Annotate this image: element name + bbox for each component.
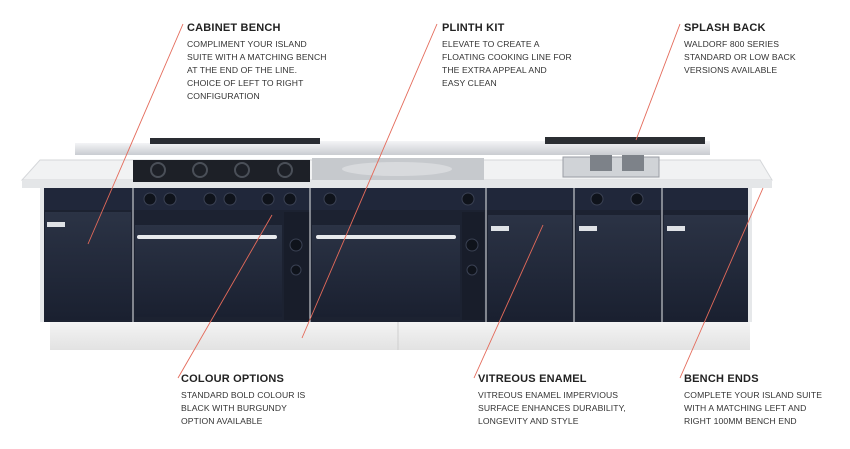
callout-text: VITREOUS ENAMEL IMPERVIOUS SURFACE ENHAN…: [478, 390, 626, 426]
bench-end-left: [40, 188, 44, 322]
chargrill-grates: [545, 137, 705, 144]
burner-top: [133, 160, 310, 182]
cabinet-door-1: [488, 215, 572, 320]
control-panel: [42, 188, 750, 210]
leader-cabinet-bench: [87, 23, 184, 245]
plinth-base: [50, 322, 750, 350]
callout-colour-options: COLOUR OPTIONS STANDARD BOLD COLOUR IS B…: [181, 373, 321, 428]
cabinet-door-2: [576, 215, 660, 320]
leader-colour-options: [177, 214, 273, 379]
callout-vitreous-enamel: VITREOUS ENAMEL VITREOUS ENAMEL IMPERVIO…: [478, 373, 653, 428]
callout-cabinet-bench: CABINET BENCH COMPLIMENT YOUR ISLAND SUI…: [187, 22, 327, 103]
splash-back-right: [480, 141, 710, 155]
bench-end-right: [748, 188, 752, 322]
callout-text: STANDARD BOLD COLOUR IS BLACK WITH BURGU…: [181, 390, 306, 426]
callout-text: COMPLIMENT YOUR ISLAND SUITE WITH A MATC…: [187, 39, 327, 101]
callout-title: COLOUR OPTIONS: [181, 373, 285, 385]
callout-text: COMPLETE YOUR ISLAND SUITE WITH A MATCHI…: [684, 390, 823, 426]
callout-splash-back: SPLASH BACK WALDORF 800 SERIES STANDARD …: [684, 22, 814, 77]
cabinet-bench-door: [45, 212, 131, 320]
splash-back-middle: [320, 141, 480, 155]
leader-splash-back: [635, 23, 681, 141]
callout-title: PLINTH KIT: [442, 22, 505, 34]
callout-text: WALDORF 800 SERIES STANDARD OR LOW BACK …: [684, 39, 796, 75]
callout-bench-ends: BENCH ENDS COMPLETE YOUR ISLAND SUITE WI…: [684, 373, 834, 428]
leader-vitreous-enamel: [473, 224, 544, 379]
callout-title: SPLASH BACK: [684, 22, 766, 34]
leader-plinth-kit: [301, 23, 438, 339]
callout-title: BENCH ENDS: [684, 373, 759, 385]
oven-door-middle: [312, 225, 460, 317]
callout-text: ELEVATE TO CREATE A FLOATING COOKING LIN…: [442, 39, 572, 88]
callout-title: CABINET BENCH: [187, 22, 281, 34]
cabinet-door-3: [664, 215, 748, 320]
leader-bench-ends: [679, 187, 764, 379]
callout-title: VITREOUS ENAMEL: [478, 373, 587, 385]
splash-back-left: [75, 143, 320, 155]
callout-plinth-kit: PLINTH KIT ELEVATE TO CREATE A FLOATING …: [442, 22, 572, 90]
